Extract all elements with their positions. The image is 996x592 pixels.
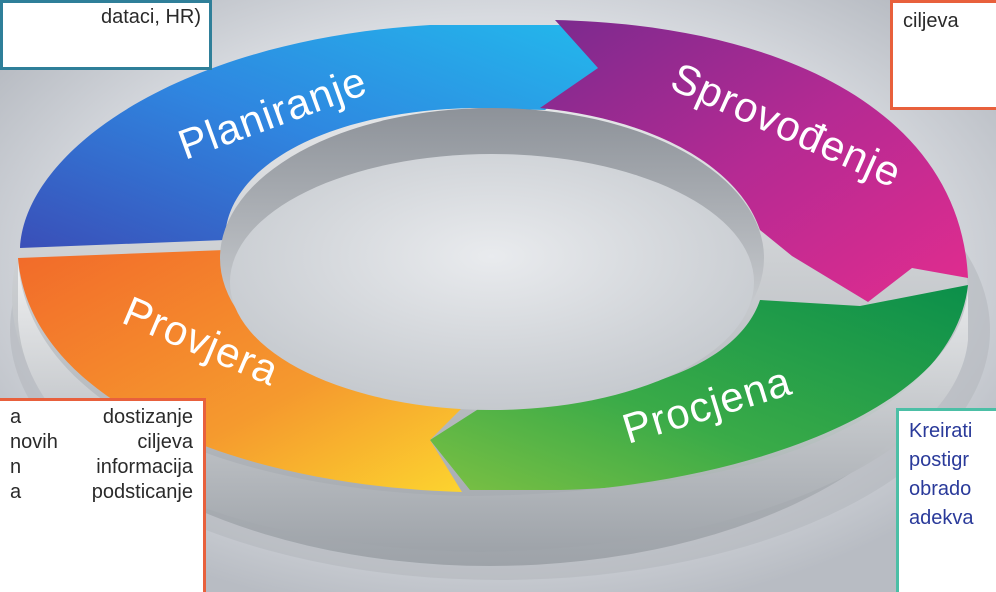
callout-bottom-left: a dostizanje novih ciljeva n informacija…: [0, 398, 206, 592]
callout-bottom-right-line: postigr: [909, 449, 970, 471]
callout-bottom-left-line: a dostizanje: [10, 406, 193, 428]
segment-provjera: [18, 250, 470, 492]
callout-bottom-right: Kreirati postigr obrado adekva: [896, 408, 996, 592]
callout-bottom-left-line: n informacija: [10, 456, 193, 478]
callout-bottom-left-line: novih ciljeva: [10, 431, 193, 453]
callout-bottom-right-line: adekva: [909, 507, 974, 529]
callout-top-right: ciljeva: [890, 0, 996, 110]
segment-sprovodjenje: [540, 20, 968, 302]
ring-front-wall: [18, 262, 968, 552]
callout-bottom-right-line: Kreirati: [909, 420, 973, 442]
segment-planiranje: [20, 25, 600, 248]
segment-procjena: [430, 285, 968, 490]
callout-top-left: dataci, HR): [0, 0, 212, 70]
callout-bottom-right-line: obrado: [909, 478, 972, 500]
callout-top-right-line: ciljeva: [903, 10, 959, 32]
callout-bottom-left-line: a podsticanje: [10, 481, 193, 503]
callout-top-left-line: dataci, HR): [100, 6, 201, 28]
ring-inner-hole: [230, 154, 754, 410]
